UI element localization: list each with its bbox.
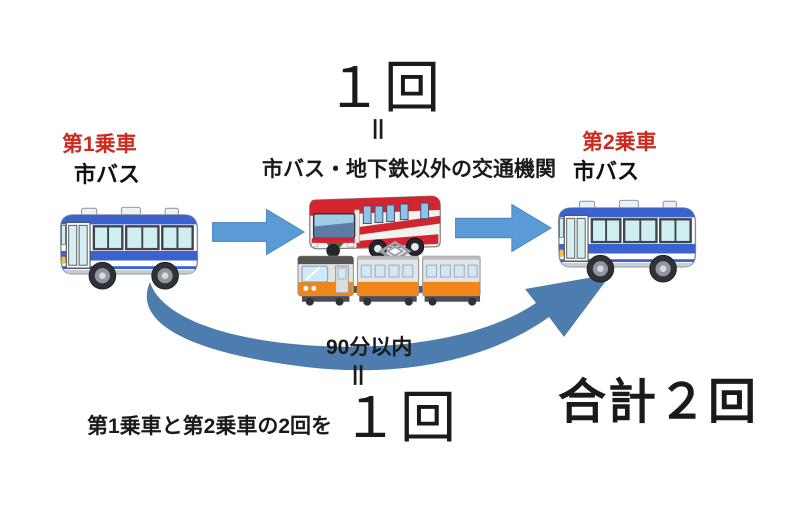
equals-icon: ＝ — [361, 115, 392, 143]
first-ride-title: 第1乗車 — [62, 133, 137, 156]
second-ride-mode-label: 市バス — [573, 159, 640, 184]
train-icon — [297, 240, 481, 306]
bottom-summary-row: 第1乗車と第2乗車の2回を １回 — [87, 390, 458, 446]
tour-bus-icon — [309, 195, 441, 259]
flow-arrow-left-icon — [212, 208, 306, 256]
bottom-count-label: １回 — [342, 386, 459, 449]
top-count-label: １回 — [326, 56, 442, 119]
first-ride-mode-label: 市バス — [74, 162, 141, 187]
total-count-label: 合計２回 — [558, 376, 759, 429]
top-equals-sign: ＝ — [360, 116, 394, 143]
transfer-sentence: 第1乗車と第2乗車の2回を — [87, 415, 333, 438]
bottom-equals-sign: ＝ — [340, 362, 374, 389]
city-bus-right-icon — [557, 199, 697, 283]
equals-icon: ＝ — [341, 361, 372, 389]
city-bus-left-icon — [59, 206, 199, 290]
flow-arrow-right-icon — [455, 203, 552, 253]
other-transport-caption: 市バス・地下鉄以外の交通機関 — [262, 158, 556, 181]
second-ride-title: 第2乗車 — [582, 131, 657, 154]
bus-wheels — [88, 261, 179, 290]
time-limit-label: 90分以内 — [326, 336, 413, 359]
